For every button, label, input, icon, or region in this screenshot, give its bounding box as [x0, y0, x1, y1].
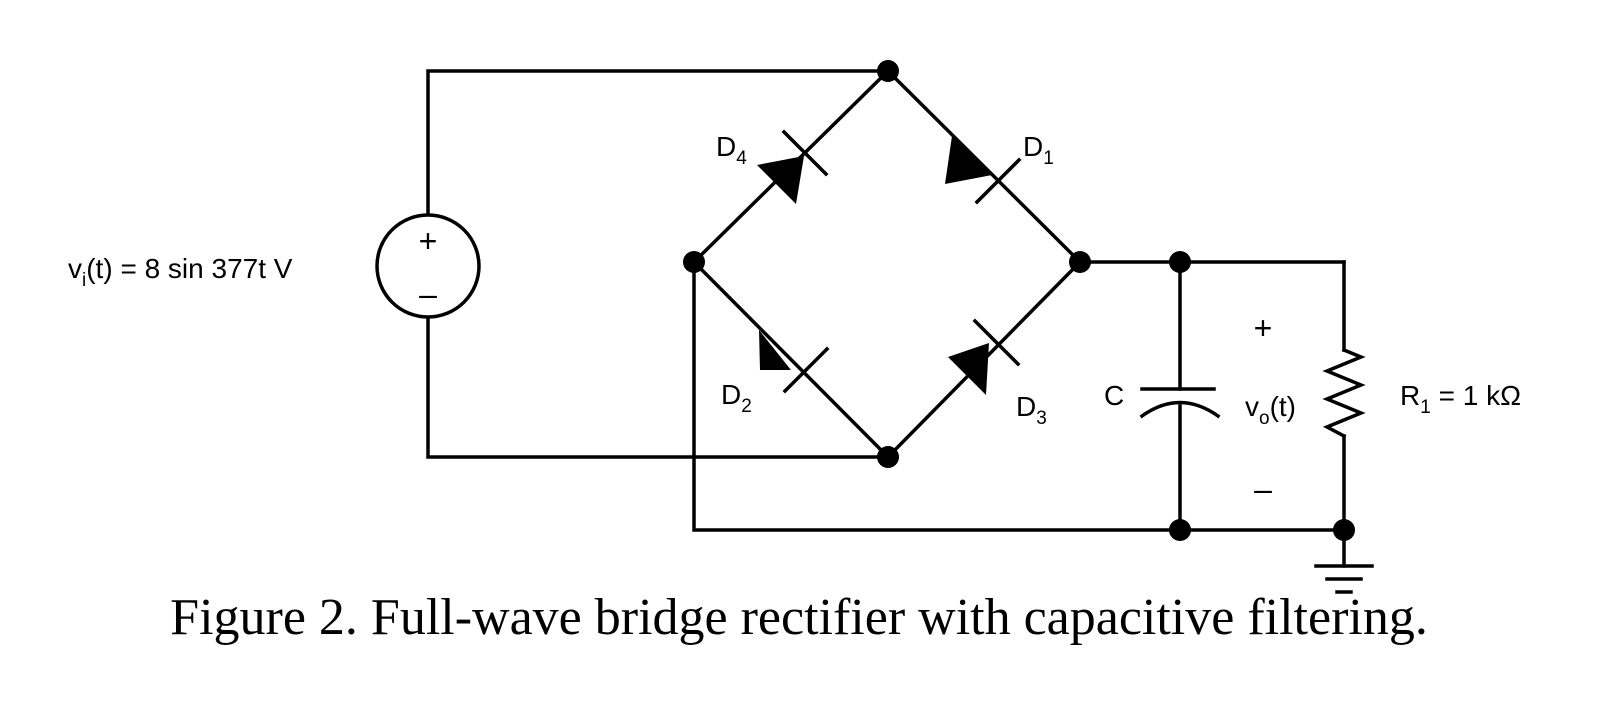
- junction-top: [877, 60, 899, 82]
- resistor: [1322, 347, 1366, 439]
- source-plus-sign: +: [419, 223, 438, 259]
- resistor-label: R1 = 1 kΩ: [1400, 380, 1521, 418]
- junction-resistor-bottom: [1333, 519, 1355, 541]
- diode-d4-label: D4: [716, 131, 747, 169]
- wire-bridge-left-bottom: [691, 259, 891, 460]
- diode-d4: [757, 129, 829, 204]
- source-label: vi(t) = 8 sin 377t V: [68, 253, 293, 291]
- ground-icon: [1314, 564, 1374, 594]
- diode-d1-label: D1: [1023, 131, 1054, 169]
- junction-capacitor-top: [1169, 251, 1191, 273]
- wire-source-bottom: [426, 318, 890, 459]
- diode-d3: [948, 318, 1021, 395]
- diode-d1: [945, 136, 1022, 205]
- junction-capacitor-bottom: [1169, 519, 1191, 541]
- wire-return: [692, 260, 1346, 532]
- voltage-source: + –: [375, 213, 481, 319]
- junction-right: [1069, 251, 1091, 273]
- junction-bottom: [877, 446, 899, 468]
- wire-bridge-top-right: [885, 68, 1083, 265]
- diode-d3-label: D3: [1016, 391, 1047, 429]
- figure-caption: Figure 2. Full-wave bridge rectifier wit…: [170, 589, 1428, 646]
- source-minus-sign: –: [419, 276, 437, 312]
- output-voltage-label: vo(t): [1245, 391, 1296, 429]
- wire-source-top: [426, 69, 890, 214]
- capacitor-label: C: [1104, 380, 1124, 411]
- diode-d2-label: D2: [721, 379, 752, 417]
- diode-d2: [759, 330, 830, 394]
- capacitor: [1139, 387, 1221, 419]
- junction-left: [683, 251, 705, 273]
- output-plus-sign: +: [1254, 310, 1273, 346]
- output-minus-sign: –: [1254, 471, 1272, 507]
